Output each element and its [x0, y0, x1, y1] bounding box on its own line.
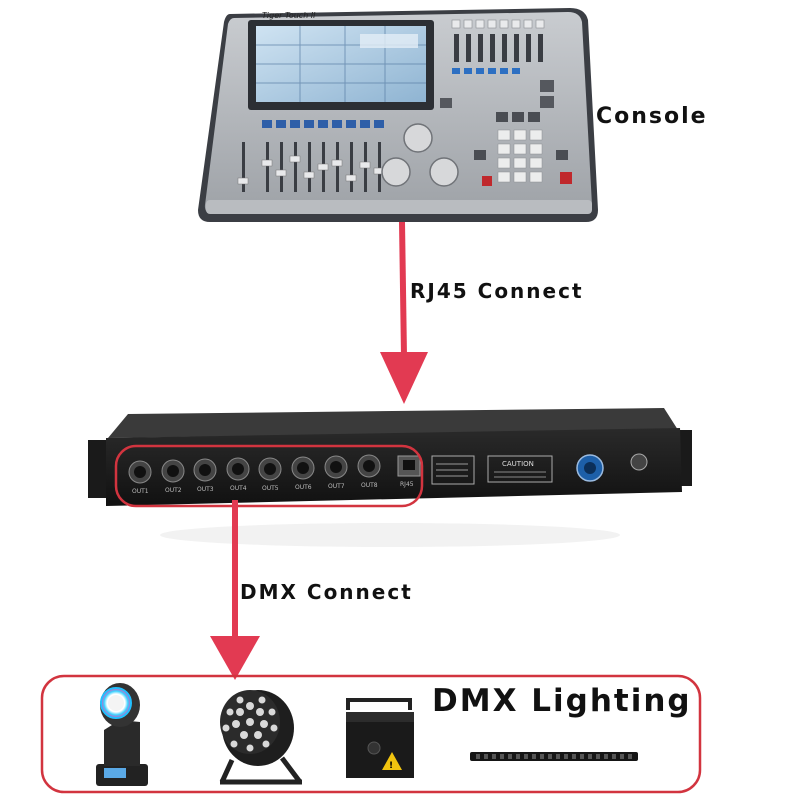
fuse-icon — [630, 453, 648, 471]
rj45-arrow — [380, 221, 428, 404]
dmx-splitter-icon: OUT1 OUT2 OUT3 OUT4 OUT5 OUT6 OUT7 OUT8 … — [88, 408, 692, 547]
port-label: OUT1 — [132, 488, 149, 495]
dmx-arrow — [210, 500, 260, 680]
port-label: OUT6 — [295, 484, 312, 491]
svg-text:!: ! — [389, 761, 393, 771]
port-label: OUT4 — [230, 485, 247, 492]
dmx-connect-label: DMX Connect — [240, 580, 413, 604]
port-label: OUT8 — [361, 482, 378, 489]
xlr-ports — [128, 454, 381, 484]
rj45-port-label: RJ45 — [400, 481, 414, 488]
moving-head-icon — [96, 683, 148, 786]
led-par-icon — [219, 690, 302, 785]
console-icon: Tiger Touch II — [198, 8, 598, 222]
led-bar-icon — [470, 752, 638, 761]
console-label: Console — [596, 104, 708, 129]
caution-label: CAUTION — [502, 460, 534, 468]
ports-highlight — [114, 444, 424, 508]
dmx-lighting-label: DMX Lighting — [432, 683, 692, 719]
rj45-connect-label: RJ45 Connect — [410, 279, 584, 303]
port-label: OUT3 — [197, 486, 214, 493]
console-brand: Tiger Touch II — [262, 11, 316, 20]
laser-icon: ! — [346, 698, 414, 778]
port-label: OUT7 — [328, 483, 345, 490]
lighting-panel — [40, 674, 702, 794]
port-label: OUT2 — [165, 487, 182, 494]
port-label: OUT5 — [262, 485, 279, 492]
